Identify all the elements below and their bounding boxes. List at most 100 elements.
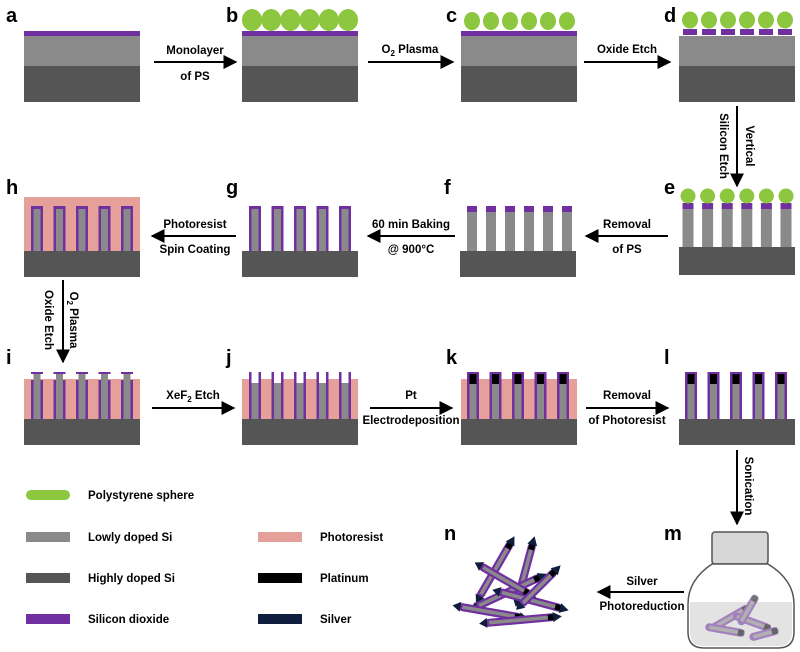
step-label-c-d: Oxide Etch [597,44,657,56]
panel-l-wafer [679,372,795,445]
oxide-islands [683,29,792,35]
si-core [251,383,259,420]
wire-core [521,573,553,605]
wire-core [752,629,774,639]
panel-c-wafer [461,12,577,102]
pillar-array [31,372,133,420]
lowly-doped-layer [242,36,358,66]
legend-swatch [258,532,302,542]
highly-doped-base [24,419,140,445]
ps-sphere [777,11,793,29]
silver-tip [550,565,561,576]
ps-sphere [261,9,282,31]
panel-letter-c: c [446,5,457,27]
ps-sphere [502,12,518,30]
si-core [777,383,785,420]
hollow-cavity [274,372,281,383]
pillar-array [685,372,787,420]
silver-tip [492,587,502,597]
silver-tip [475,593,485,603]
pillar-array [467,372,569,420]
si-pillar [760,208,772,248]
panel-letter-d: d [664,5,676,27]
lowly-doped-layer [24,36,140,66]
silver-tip [479,617,488,628]
step-label-e-f-line1: Removal [603,219,651,231]
panel-letter-m: m [664,523,682,545]
si-core [537,383,544,420]
panel-letter-f: f [444,177,451,199]
ps-sphere [701,11,717,29]
si-core [710,383,717,420]
ps-sphere [521,12,537,30]
step-label-k-l-line2: of Photoresist [588,415,665,427]
panel-letter-j: j [225,347,232,369]
step-label-d-e-line2: Silicon Etch [717,113,729,179]
si-pillar [524,212,534,252]
legend-item: Polystyrene sphere [26,490,194,502]
legend-swatch [258,614,302,624]
legend-swatch [26,573,70,583]
ps-sphere [299,9,320,31]
step-label-f-g-line2: @ 900°C [388,244,435,256]
si-core [123,209,131,252]
highly-doped-base [242,251,358,277]
oxide-island [740,29,754,35]
si-pillar [682,208,694,248]
step-label-a-b-line1: Monolayer [166,45,224,57]
exposed-tip [101,373,108,381]
si-core [296,383,304,420]
panel-letter-b: b [226,5,238,27]
ps-sphere [464,12,480,30]
exposed-tip [78,373,86,381]
oxide-layer [461,31,577,36]
oxide-cap [741,203,753,209]
platinum-tip [469,374,477,384]
legend-label: Silver [320,614,352,626]
vial-cap [711,531,769,565]
oxide-cap [702,203,714,209]
nanowire [479,612,562,628]
si-core [56,380,63,420]
ps-sphere-row [242,9,358,31]
silver-tip [527,536,538,547]
legend-item: Silver [258,614,352,626]
step-label-f-g-line1: 60 min Baking [372,219,450,231]
ps-sphere [242,9,262,31]
oxide-cap [682,203,694,209]
panel-k-wafer [461,372,577,445]
si-core [514,383,522,420]
step-label-j-k-line1: Pt [405,390,417,402]
exposed-tip [56,373,63,381]
si-core [274,209,281,252]
highly-doped-layer [242,66,358,102]
wire-pt-end [737,629,745,637]
si-core [33,209,41,252]
oxide-cap [562,206,572,212]
silver-decorated-nanowires [452,536,569,628]
step-label-m-n-line1: Silver [626,576,658,588]
oxide-island [778,29,792,35]
oxide-cap [780,203,792,209]
oxide-layer [242,31,358,36]
oxide-island [759,29,773,35]
panel-b-wafer [242,9,358,102]
si-pillar [486,212,496,252]
silver-tip [516,600,526,610]
step-label-h-i-line2: Oxide Etch [42,290,54,350]
highly-doped-base [242,419,358,445]
wire-pt-end [750,594,759,603]
legend-label: Platinum [320,573,369,585]
oxide-island [683,29,697,35]
legend-label: Polystyrene sphere [88,490,194,502]
oxide-island [702,29,716,35]
hollow-cavity [251,372,259,383]
exposed-tip [123,373,131,381]
highly-doped-base [679,247,795,275]
si-core [559,383,567,420]
panel-letter-g: g [226,177,238,199]
step-label-k-l-line1: Removal [603,390,651,402]
oxide-cap [543,206,553,212]
si-core [56,209,63,252]
si-pillar [702,208,714,248]
